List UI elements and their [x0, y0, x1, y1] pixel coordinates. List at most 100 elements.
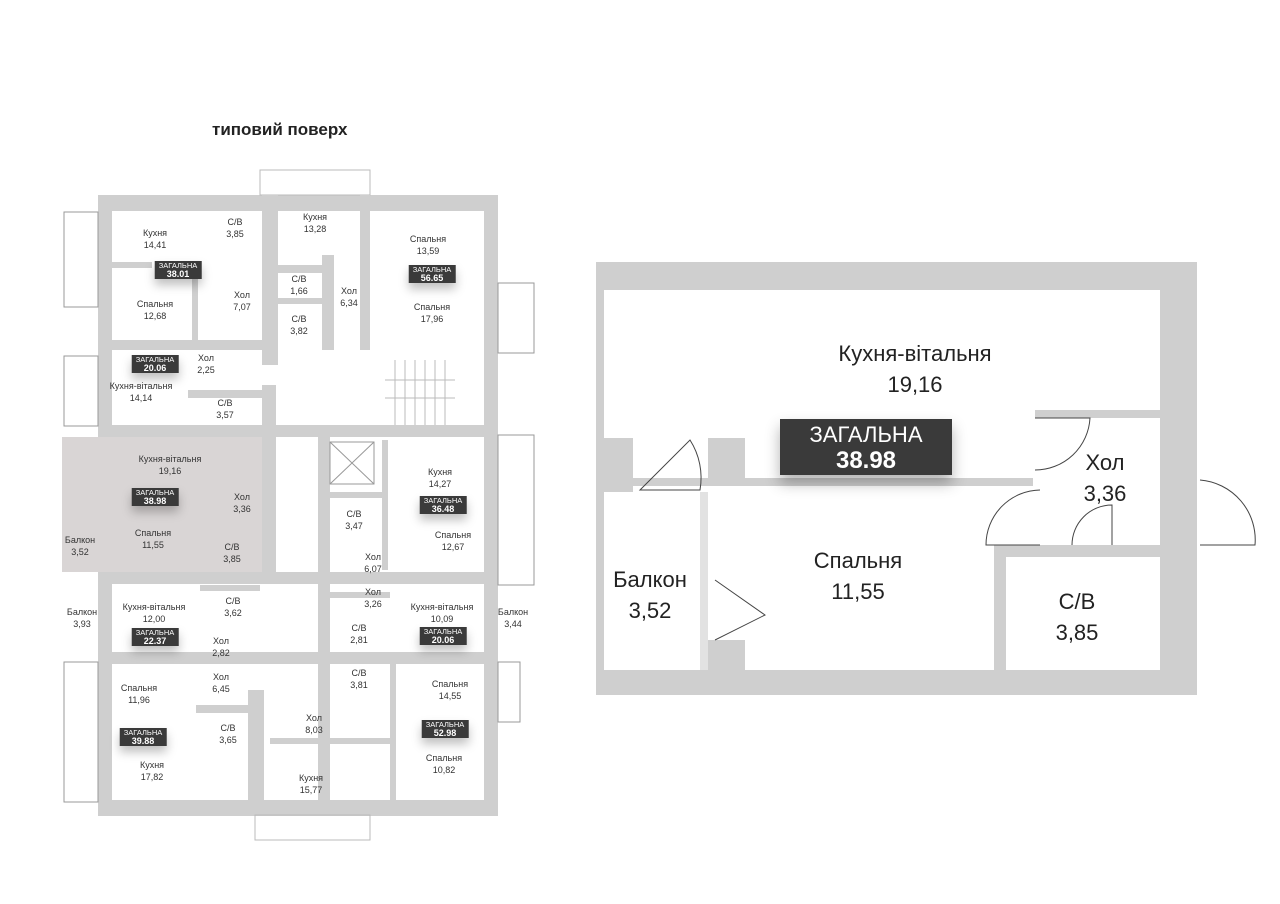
room-area: 3,52: [71, 547, 89, 557]
floor-room-label: Кухня 17,82: [140, 759, 164, 783]
room-area: 3,85: [223, 554, 241, 564]
badge-label: ЗАГАЛЬНА: [809, 422, 923, 447]
room-name: Кухня-вітальня: [122, 602, 186, 612]
room-name: С/В: [351, 668, 367, 678]
room-area: 3,65: [219, 735, 237, 745]
room-area: 3,36: [233, 504, 251, 514]
room-area: 14,27: [428, 479, 452, 489]
room-name: Кухня-вітальня: [138, 454, 202, 464]
badge-label: ЗАГАЛЬНА: [423, 496, 463, 505]
room-name: Кухня: [427, 467, 453, 477]
room-area: 12,68: [143, 311, 167, 321]
room-label-bathroom: С/В 3,85: [1056, 586, 1099, 648]
floor-room-label: Балкон 3,44: [498, 606, 528, 630]
room-name: Балкон: [497, 607, 529, 617]
room-name: Кухня: [298, 773, 324, 783]
room-area: 10,09: [430, 614, 454, 624]
room-name: С/В: [351, 623, 367, 633]
apartment-plan: [596, 262, 1256, 695]
room-area: 3,52: [628, 598, 672, 623]
room-area: 2,82: [212, 648, 230, 658]
room-area: 3,44: [504, 619, 522, 629]
room-area: 10,82: [432, 765, 456, 775]
room-area: 14,55: [438, 691, 462, 701]
badge-label: ЗАГАЛЬНА: [135, 628, 175, 637]
room-name: Балкон: [613, 567, 687, 592]
badge-label: ЗАГАЛЬНА: [425, 720, 465, 729]
room-area: 13,28: [303, 224, 327, 234]
room-label-bedroom: Спальня 11,55: [814, 545, 902, 607]
room-name: Кухня: [139, 760, 165, 770]
room-area: 6,34: [340, 298, 358, 308]
room-name: Спальня: [136, 299, 174, 309]
room-area: 3,82: [290, 326, 308, 336]
room-name: Спальня: [425, 753, 463, 763]
room-name: С/В: [346, 509, 362, 519]
room-area: 3,85: [226, 229, 244, 239]
room-name: Хол: [213, 672, 229, 682]
badge-value: 38.98: [835, 447, 897, 474]
room-area: 17,82: [140, 772, 164, 782]
floor-room-label: С/В 3,62: [224, 595, 242, 619]
room-name: Балкон: [64, 535, 96, 545]
badge-label: ЗАГАЛЬНА: [423, 627, 463, 636]
room-name: С/В: [224, 542, 240, 552]
room-name: С/В: [225, 596, 241, 606]
room-name: Спальня: [134, 528, 172, 538]
room-name: Хол: [198, 353, 214, 363]
room-name: С/В: [1058, 589, 1096, 614]
room-area: 3,62: [224, 608, 242, 618]
room-area: 3,85: [1055, 620, 1099, 645]
room-area: 2,25: [197, 365, 215, 375]
floor-title: типовий поверх: [212, 120, 348, 139]
room-name: Кухня-вітальня: [410, 602, 474, 612]
floor-room-label: Спальня 13,59: [410, 233, 446, 257]
badge-value: 20.06: [431, 635, 455, 645]
room-area: 7,07: [233, 302, 251, 312]
room-name: Кухня: [142, 228, 168, 238]
room-name: Спальня: [409, 234, 447, 244]
room-name: Спальня: [813, 548, 903, 573]
room-name: Спальня: [431, 679, 469, 689]
floor-room-label: С/В 3,85: [223, 541, 241, 565]
room-label-balcony: Балкон 3,52: [613, 564, 687, 626]
room-area: 12,00: [142, 614, 166, 624]
apartment-total-badge: ЗАГАЛЬНА 38.98: [780, 419, 952, 475]
room-area: 13,59: [416, 246, 440, 256]
floor-room-label: Кухня-вітальня 10,09: [411, 601, 474, 625]
room-name: Кухня-вітальня: [109, 381, 173, 391]
room-name: Хол: [213, 636, 229, 646]
floor-room-label: Кухня 15,77: [299, 772, 323, 796]
badge-label: ЗАГАЛЬНА: [123, 728, 163, 737]
room-area: 6,07: [364, 564, 382, 574]
room-area: 6,45: [212, 684, 230, 694]
floor-room-label: Балкон 3,52: [65, 534, 95, 558]
room-area: 14,14: [129, 393, 153, 403]
room-area: 3,26: [364, 599, 382, 609]
room-area: 15,77: [299, 785, 323, 795]
room-area: 11,55: [831, 579, 885, 604]
